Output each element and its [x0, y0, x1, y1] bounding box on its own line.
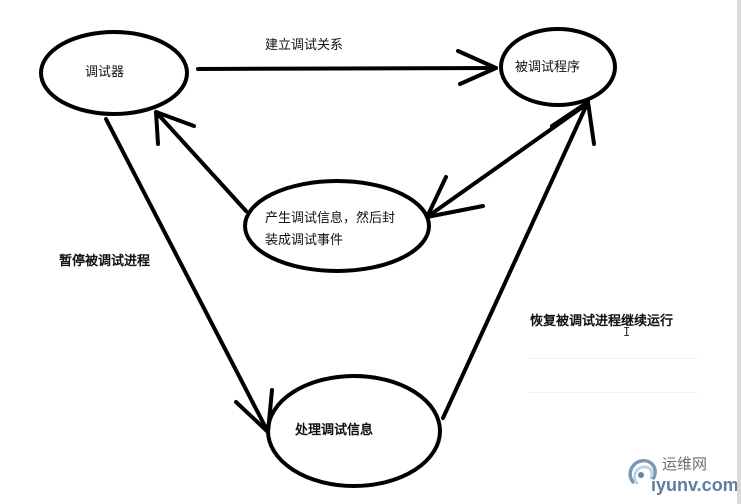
- faint-guideline-bottom: [528, 392, 698, 393]
- label-debug-event: 产生调试信息，然后封装成调试事件: [265, 211, 396, 248]
- edge-label-establish: 建立调试关系: [265, 38, 344, 53]
- label-handle-info: 处理调试信息: [295, 423, 374, 438]
- node-debuggee: [499, 27, 617, 107]
- watermark-site-url: iyunv.com: [651, 475, 739, 495]
- label-debuggee: 被调试程序: [515, 60, 581, 75]
- label-debugger: 调试器: [85, 65, 125, 80]
- watermark-site-cn: 运维网: [662, 455, 708, 473]
- edge-label-resume: 恢复被调试进程继续运行: [530, 314, 674, 329]
- arrow-generate-event: [425, 104, 586, 219]
- faint-guideline-top: [528, 358, 698, 359]
- right-edge: [737, 0, 741, 504]
- watermark: 运维网 iyunv.com: [623, 453, 739, 497]
- node-debugger: [39, 30, 189, 116]
- arrow-pause: [104, 117, 274, 434]
- node-debug-event: [243, 179, 431, 273]
- arrow-resume: [441, 100, 596, 420]
- arrow-establish: [196, 49, 498, 86]
- arrow-report-event: [154, 110, 248, 213]
- watermark-logo-icon: [628, 458, 657, 485]
- edge-label-pause: 暂停被调试进程: [59, 254, 151, 269]
- text-cursor: I: [623, 325, 631, 339]
